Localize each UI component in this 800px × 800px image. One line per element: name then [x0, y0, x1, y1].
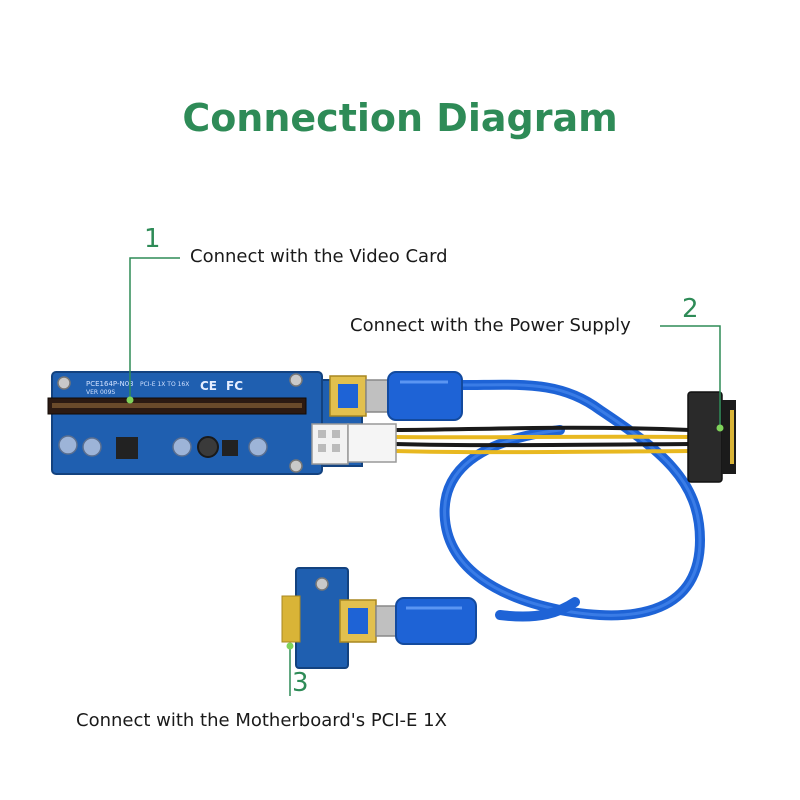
callout-1-number: 1: [144, 224, 161, 254]
board-spec-text: PCI-E 1X TO 16X: [140, 381, 189, 388]
board-model-text: PCE164P-N03: [86, 380, 134, 388]
board-version-text: VER 009S: [86, 389, 115, 396]
callout-2-label: Connect with the Power Supply: [350, 315, 631, 336]
power-wires: [394, 425, 691, 455]
usb-cable: [439, 379, 706, 622]
sata-power-connector: [687, 391, 736, 483]
callout-2-number: 2: [682, 294, 699, 324]
usb-plug-x1: [375, 597, 477, 645]
callout-3-number: 3: [292, 668, 309, 698]
fc-mark-text: FC: [226, 379, 243, 393]
riser-board: PCE164P-N03 VER 009S PCI-E 1X TO 16X CE …: [47, 371, 397, 475]
callout-lines: [126, 257, 724, 696]
diagram-title: Connection Diagram: [182, 96, 618, 140]
ce-mark-text: CE: [200, 379, 217, 393]
callout-1-label: Connect with the Video Card: [190, 246, 448, 267]
callout-3-label: Connect with the Motherboard's PCI-E 1X: [76, 710, 447, 731]
pcie-x1-card: [281, 567, 377, 669]
usb-plug-riser: [365, 371, 463, 421]
